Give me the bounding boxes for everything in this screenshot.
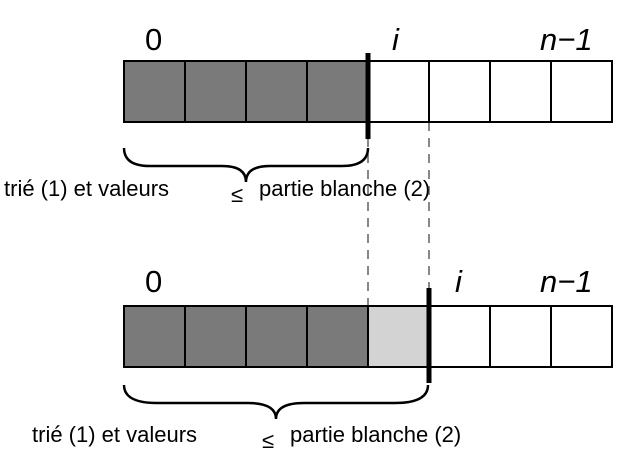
top-array-cell [245, 60, 308, 123]
bottom-array-cell [367, 305, 430, 368]
top-array-cell [489, 60, 552, 123]
bottom-caption-op: ≤ [262, 428, 274, 453]
bottom-array-cell [306, 305, 369, 368]
top-array-cell [184, 60, 247, 123]
top-label-start: 0 [145, 22, 162, 57]
bottom-array-cell [184, 305, 247, 368]
top-array-cell [428, 60, 491, 123]
top-array-cell [306, 60, 369, 123]
bottom-label-end: n−1 [540, 264, 593, 299]
bottom-array [123, 305, 613, 368]
top-caption-right: partie blanche (2) [259, 176, 430, 201]
top-brace [122, 147, 370, 183]
top-caption-op: ≤ [231, 182, 243, 207]
bottom-array-cell [428, 305, 491, 368]
bottom-array-cell [245, 305, 308, 368]
bottom-array-cell [123, 305, 186, 368]
bottom-array-cell [489, 305, 552, 368]
top-array-cell [550, 60, 613, 123]
bottom-caption-right: partie blanche (2) [290, 422, 461, 447]
bottom-caption-left: trié (1) et valeurs [32, 422, 197, 447]
bottom-array-cell [550, 305, 613, 368]
bottom-label-i: i [455, 264, 463, 299]
top-array [123, 60, 613, 123]
bottom-label-start: 0 [145, 264, 162, 299]
top-array-cell [123, 60, 186, 123]
top-label-i: i [392, 22, 400, 57]
top-label-end: n−1 [540, 22, 593, 57]
bottom-brace [122, 384, 430, 420]
top-array-cell [367, 60, 430, 123]
top-caption-left: trié (1) et valeurs [4, 176, 169, 201]
